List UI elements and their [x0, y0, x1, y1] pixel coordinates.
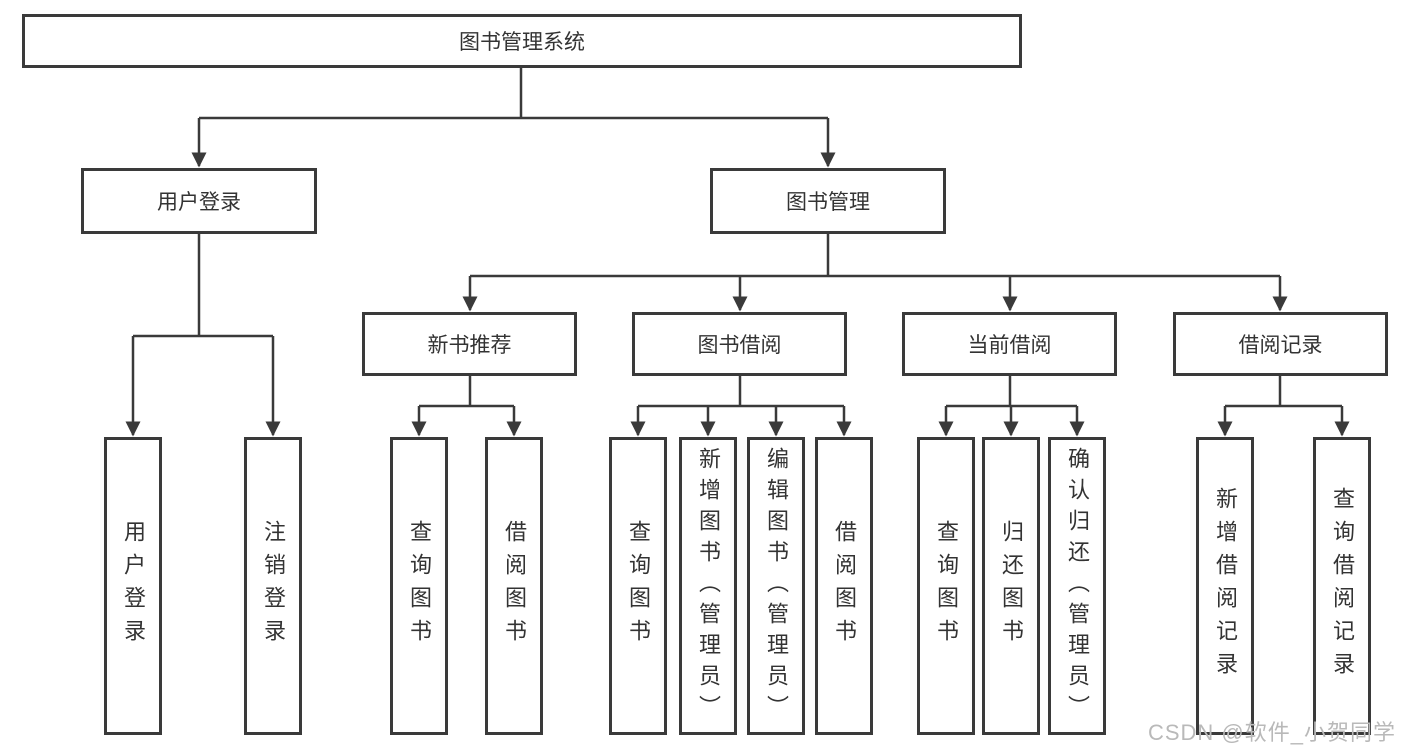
node-label: 图书借阅	[697, 334, 782, 357]
leaf-label: 编辑图书（管理员）	[764, 446, 789, 726]
node-borrowing-records: 借阅记录	[1173, 312, 1388, 376]
node-book-management: 图书管理	[710, 168, 946, 234]
leaf-logout: 注销登录	[244, 437, 302, 735]
node-user-login: 用户登录	[81, 168, 317, 234]
leaf-borrow-books-recommend: 借阅图书	[485, 437, 543, 735]
node-label: 用户登录	[157, 191, 241, 214]
leaf-add-borrow-record: 新增借阅记录	[1196, 437, 1254, 735]
leaf-label: 新增借阅记录	[1213, 487, 1238, 685]
node-library-management-system: 图书管理系统	[22, 14, 1022, 68]
leaf-borrow-books-borrowing: 借阅图书	[815, 437, 873, 735]
leaf-label: 查询图书	[626, 520, 651, 652]
leaf-edit-book-admin: 编辑图书（管理员）	[747, 437, 805, 735]
node-label: 图书管理	[786, 191, 870, 214]
node-book-borrowing: 图书借阅	[632, 312, 847, 376]
node-label: 新书推荐	[427, 334, 512, 357]
node-label: 当前借阅	[967, 334, 1052, 357]
node-label: 图书管理系统	[459, 31, 585, 54]
leaf-confirm-return-admin: 确认归还（管理员）	[1048, 437, 1106, 735]
leaf-query-books-recommend: 查询图书	[390, 437, 448, 735]
leaf-label: 查询借阅记录	[1330, 487, 1355, 685]
leaf-label: 归还图书	[999, 520, 1024, 652]
leaf-add-book-admin: 新增图书（管理员）	[679, 437, 737, 735]
leaf-label: 确认归还（管理员）	[1065, 446, 1090, 726]
leaf-user-login: 用户登录	[104, 437, 162, 735]
node-new-book-recommendation: 新书推荐	[362, 312, 577, 376]
leaf-query-borrow-record: 查询借阅记录	[1313, 437, 1371, 735]
node-current-borrowing: 当前借阅	[902, 312, 1117, 376]
leaf-label: 查询图书	[934, 520, 959, 652]
leaf-label: 借阅图书	[832, 520, 857, 652]
leaf-label: 用户登录	[121, 520, 146, 652]
leaf-label: 借阅图书	[502, 520, 527, 652]
leaf-return-books: 归还图书	[982, 437, 1040, 735]
leaf-query-books-current: 查询图书	[917, 437, 975, 735]
leaf-label: 注销登录	[261, 520, 286, 652]
leaf-label: 新增图书（管理员）	[696, 446, 721, 726]
leaf-label: 查询图书	[407, 520, 432, 652]
node-label: 借阅记录	[1238, 334, 1323, 357]
csdn-watermark: CSDN @软件_小贺同学	[1147, 720, 1396, 745]
leaf-query-books-borrowing: 查询图书	[609, 437, 667, 735]
